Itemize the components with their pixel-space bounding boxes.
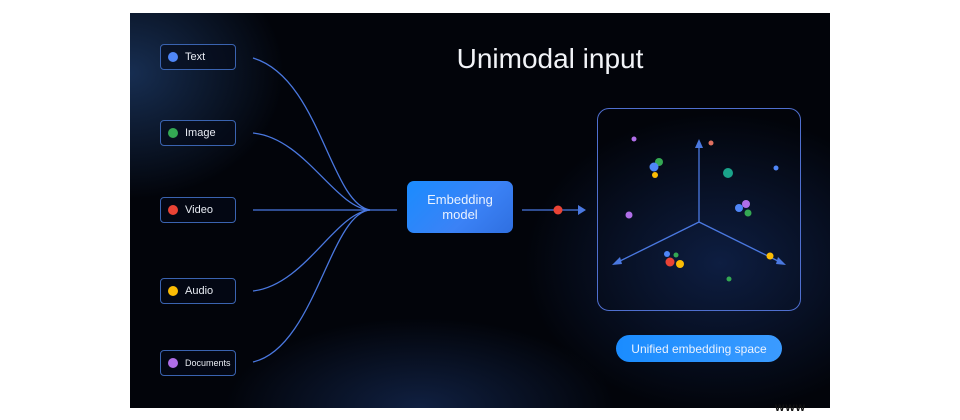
model-label-line2: model <box>442 207 478 222</box>
axis-arrow-left <box>612 257 622 265</box>
point <box>726 276 732 282</box>
image-icon <box>168 128 178 138</box>
point <box>631 136 637 142</box>
connector-documents <box>252 209 371 363</box>
embedding-space-frame <box>597 108 801 311</box>
arrow-head <box>578 205 586 215</box>
connector-audio <box>252 209 371 292</box>
connector-text <box>252 57 371 211</box>
unified-embedding-space-label: Unified embedding space <box>616 335 782 362</box>
embedding-points <box>625 136 779 282</box>
input-label: Documents <box>185 358 231 368</box>
model-label-line1: Embedding <box>427 192 493 207</box>
point <box>766 252 774 260</box>
text-icon <box>168 52 178 62</box>
point <box>708 140 714 146</box>
axes <box>617 146 781 263</box>
point <box>723 168 733 178</box>
audio-icon <box>168 286 178 296</box>
input-image: Image <box>160 120 236 146</box>
output-token <box>553 205 563 215</box>
point <box>735 204 743 212</box>
input-text: Text <box>160 44 236 70</box>
point <box>744 209 752 217</box>
input-label: Text <box>185 51 206 63</box>
input-label: Image <box>185 127 216 139</box>
point <box>665 257 675 267</box>
axis-arrow-right <box>776 257 786 265</box>
input-documents: Documents <box>160 350 236 376</box>
point <box>652 172 658 178</box>
axis-arrow-up <box>695 139 703 148</box>
slide-title: Unimodal input <box>456 43 644 74</box>
video-icon <box>168 205 178 215</box>
input-audio: Audio <box>160 278 236 304</box>
document-icon <box>168 358 178 368</box>
point <box>676 260 684 268</box>
slide: Unimodal input Text Image Video Audio Do… <box>130 13 830 408</box>
point <box>664 251 670 257</box>
point <box>773 165 779 171</box>
connector-image <box>252 132 371 211</box>
point <box>625 211 633 219</box>
input-label: Video <box>185 204 213 216</box>
input-video: Video <box>160 197 236 223</box>
connector-lines <box>252 57 786 363</box>
point <box>742 200 750 208</box>
watermark-text: www <box>775 400 807 414</box>
input-label: Audio <box>185 285 214 297</box>
point <box>673 252 679 258</box>
point <box>649 162 659 172</box>
